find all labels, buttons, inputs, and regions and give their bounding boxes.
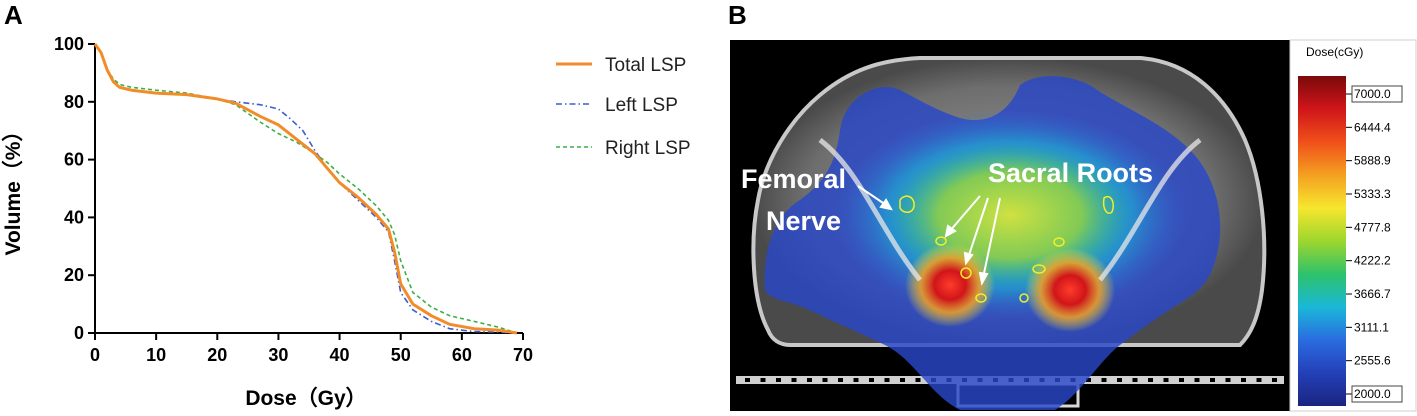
series-line-left-lsp [94,43,517,334]
x-tick-label: 0 [90,345,100,365]
table-marker [853,378,859,382]
arrowhead-sacral-3 [978,271,989,286]
table-marker [1163,378,1169,382]
table-marker [822,378,828,382]
panel-b-label: B [728,0,747,30]
x-tick-label: 10 [146,345,166,365]
table-marker [807,378,812,382]
legend-label-left-lsp: Left LSP [605,95,678,116]
table-marker [1256,378,1262,382]
table-marker [745,378,750,382]
legend-label-total-lsp: Total LSP [605,55,686,76]
table-marker [1132,378,1138,382]
arrowhead-sacral-2 [963,251,974,266]
table-marker [776,378,781,382]
legend: Total LSP Left LSP Right LSP [556,55,691,159]
colorbar-tick-label: 3111.1 [1354,320,1389,334]
contour-femoral-right [1102,195,1115,214]
contour-sacral-4 [1032,264,1046,274]
y-tick-label: 20 [64,265,84,285]
arrow-sacral-1 [948,195,981,233]
arrow-sacral-2 [967,197,989,259]
iliac-wing-left [818,138,922,282]
contour-sacral-2 [1053,237,1065,247]
colorbar-gradient [1298,76,1346,406]
legend-label-right-lsp: Right LSP [605,138,691,159]
colorbar-tick-label: 6444.4 [1354,120,1391,134]
contour-sacral-1 [935,236,947,246]
colorbar-tick-label: 5333.3 [1354,187,1391,201]
table-marker [1179,378,1184,382]
table-marker [760,378,766,382]
y-tick-label: 60 [64,150,84,170]
table-marker [791,378,797,382]
series-line-right-lsp [94,43,518,334]
table-marker [884,378,890,382]
x-tick-label: 30 [268,345,288,365]
dose-hotspot-left [905,243,995,327]
annotation-nerve: Nerve [766,206,841,236]
panel-a-label: A [4,0,23,30]
y-tick-label: 80 [64,92,84,112]
colorbar-tick-label: 4222.2 [1354,254,1391,268]
table-marker [1086,378,1091,382]
colorbar-tick-label: 3666.7 [1354,287,1391,301]
legend-item-right-lsp: Right LSP [556,138,691,159]
table-marker [838,378,843,382]
arrowhead-femoral [879,198,893,211]
iliac-wing-right [1098,138,1202,282]
x-tick-label: 50 [391,345,411,365]
table-marker [900,378,905,382]
series-line-total-lsp [93,43,518,335]
table-marker [1148,378,1153,382]
series-lines [93,43,518,335]
x-axis-title: Dose（Gy） [245,386,366,410]
y-axis-ticks: 0 20 40 60 80 100 [54,34,95,343]
panel-a-dvh-chart: A 0 20 40 60 80 100 0 10 20 30 40 50 60 70 Volume（%）… [1,0,691,410]
dose-hotspot-right [1025,248,1115,332]
colorbar-tick-label: 7000.0 [1354,87,1391,101]
contour-sacral-3 [960,267,972,279]
colorbar-tick-label: 5888.9 [1354,154,1391,168]
y-tick-label: 40 [64,207,84,227]
nerve-contours [899,195,1115,303]
annotation-arrows [857,185,1001,286]
x-tick-label: 60 [452,345,472,365]
table-marker [1117,378,1122,382]
colorbar-tick-label: 2000.0 [1354,387,1391,401]
contour-sacral-6 [1019,293,1029,303]
table-marker [869,378,874,382]
table-marker [1101,378,1107,382]
x-tick-label: 20 [207,345,227,365]
table-marker [1194,378,1200,382]
arrow-sacral-3 [982,197,1001,279]
x-tick-label: 40 [330,345,350,365]
x-tick-label: 70 [513,345,533,365]
table-marker [915,378,921,382]
y-tick-label: 0 [74,323,84,343]
annotation-femoral: Femoral [741,164,846,194]
annotation-sacral-roots: Sacral Roots [988,158,1153,188]
table-marker [1225,378,1231,382]
colorbar-tick-label: 2555.6 [1354,354,1391,368]
panel-b-dose-map: B Femoral [728,0,1417,412]
contour-femoral-left [899,195,915,213]
colorbar-tick-label: 4777.8 [1354,220,1391,234]
colorbar-end-box [1351,85,1403,103]
table-marker [1272,378,1277,382]
colorbar-ticks: 7000.0 6444.4 5888.9 5333.3 4777.8 4222.2 3666… [1346,85,1403,403]
colorbar-end-box [1351,385,1403,403]
legend-item-left-lsp: Left LSP [556,95,678,116]
contour-sacral-5 [975,293,987,303]
x-axis-ticks: 0 10 20 30 40 50 60 70 [90,333,533,365]
arrowhead-sacral-1 [944,224,957,238]
table-marker [1210,378,1215,382]
colorbar-title: Dose(cGy) [1306,45,1363,59]
y-tick-label: 100 [54,34,84,54]
table-marker [1241,378,1246,382]
legend-item-total-lsp: Total LSP [556,55,686,76]
y-axis-title: Volume（%） [1,121,25,256]
